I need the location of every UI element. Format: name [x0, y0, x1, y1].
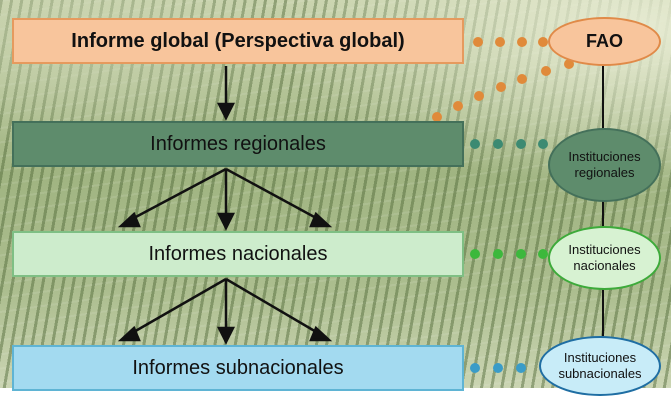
dots-subnational: [470, 363, 526, 373]
fao-label: FAO: [585, 31, 623, 52]
arrow-regional-to-national-left: [131, 167, 227, 221]
national-reports-box: Informes nacionales: [12, 231, 464, 277]
national-institutions-oval: Instituciones nacionales: [548, 226, 661, 290]
farmland-background: [0, 0, 671, 388]
subnational-reports-label: Informes subnacionales: [132, 356, 344, 379]
regional-institutions-label: Instituciones regionales: [568, 148, 641, 180]
regional-reports-box: Informes regionales: [12, 121, 464, 167]
regional-institutions-oval: Instituciones regionales: [548, 128, 661, 202]
national-institutions-label: Instituciones nacionales: [568, 241, 641, 273]
global-report-label: Informe global (Perspectiva global): [71, 29, 405, 52]
arrowhead-national-to-subnational-left: [117, 325, 141, 342]
arrowhead-global-to-regional: [216, 102, 236, 121]
dots-regional-fao: [432, 59, 574, 122]
arrowhead-national-to-subnational-center: [216, 326, 236, 345]
arrowhead-regional-to-national-right: [309, 211, 333, 228]
national-reports-label: Informes nacionales: [148, 242, 328, 265]
arrowhead-regional-to-national-center: [216, 212, 236, 231]
subnational-reports-box: Informes subnacionales: [12, 345, 464, 391]
arrow-national-to-subnational-right: [225, 277, 319, 335]
subnational-institutions-label: Instituciones subnacionales: [558, 349, 642, 381]
fao-oval: FAO: [548, 17, 661, 66]
arrow-national-to-subnational-left: [131, 277, 227, 335]
arrow-regional-to-national-right: [225, 167, 319, 221]
dots-global-fao: [473, 37, 548, 47]
arrowhead-regional-to-national-left: [117, 211, 141, 228]
regional-reports-label: Informes regionales: [150, 132, 326, 155]
global-report-box: Informe global (Perspectiva global): [12, 18, 464, 64]
dots-national: [470, 249, 548, 259]
diagram-connectors: [117, 37, 604, 373]
arrowhead-national-to-subnational-right: [309, 325, 333, 342]
subnational-institutions-oval: Instituciones subnacionales: [539, 336, 661, 396]
dots-regional: [470, 139, 548, 149]
